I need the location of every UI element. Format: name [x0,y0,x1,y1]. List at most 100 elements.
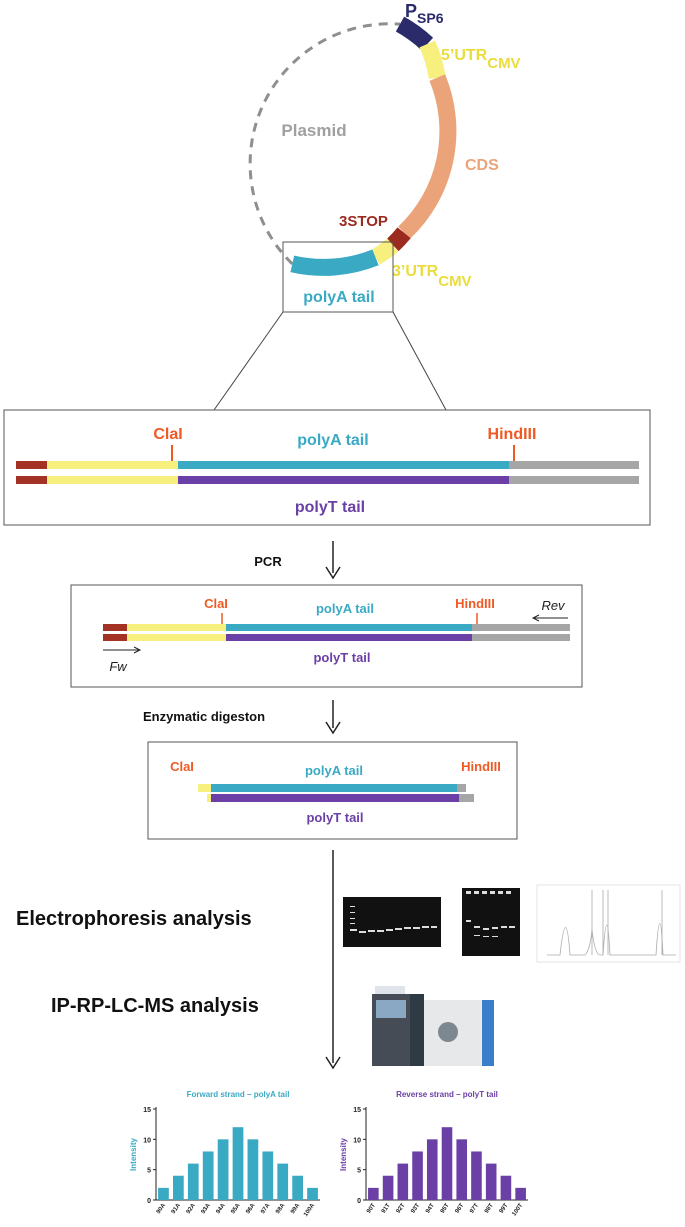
utr3-segment [370,238,399,265]
bottom-strand-adapter [16,476,47,484]
x-tick-label: 95A [230,1202,242,1215]
bar-98A [277,1163,289,1200]
polya-tail-label: polyA tail [297,432,368,449]
construct-digested: ClaI HindIII polyA tail polyT tail [147,741,518,840]
pcr-top-polya [226,624,472,631]
utr5-segment [419,40,446,80]
utr3-label: 3’UTRCMV [392,263,472,290]
x-tick-label: 97A [260,1202,272,1215]
gel-image-2 [462,888,520,956]
pcr-bottom-adapter [103,634,127,641]
x-tick-label: 99A [290,1202,302,1215]
bar-95T [441,1127,453,1200]
top-strand-utr [47,461,178,469]
primer-fw-arrow-head [133,646,142,654]
plasmid-polya-label: polyA tail [303,289,374,306]
polyt-tail-label: polyT tail [295,499,365,516]
bar-99A [292,1175,304,1200]
electrophoresis-label: Electrophoresis analysis [16,908,252,930]
bottom-strand-polyt [178,476,509,484]
bar-90A [158,1187,169,1200]
x-tick-label: 94A [215,1202,227,1215]
x-tick-label: 96T [455,1202,466,1214]
bar-91A [172,1175,184,1200]
digest-site-clai-label: ClaI [170,759,194,774]
pcr-bottom-utr [127,634,226,641]
y-tick-label: 10 [353,1137,361,1144]
x-tick-label: 93T [410,1202,421,1214]
pcr-site-clai-label: ClaI [204,596,228,611]
electropherogram [536,884,681,963]
x-tick-label: 90T [366,1202,377,1214]
x-tick-label: 93A [201,1202,213,1215]
chart-title: Forward strand – polyA tail [187,1090,290,1099]
arrow-digest-head [325,721,341,735]
construct-zoom: ClaI HindIII polyA tail polyT tail [3,409,651,526]
construct-digested-frame [147,741,518,840]
site-clai-label: ClaI [153,426,182,443]
gel-image-1 [343,897,441,947]
bar-92T [397,1163,409,1200]
x-tick-label: 92T [396,1202,407,1214]
zoom-line-right [392,311,447,411]
x-tick-label: 95T [440,1202,451,1214]
x-tick-label: 99T [499,1202,510,1214]
x-tick-label: 94T [425,1202,436,1214]
chart-title: Reverse strand – polyT tail [396,1090,498,1099]
bar-93T [412,1151,423,1200]
primer-fw-label: Fw [109,659,128,674]
bar-100T [515,1187,526,1200]
y-tick-label: 5 [357,1168,361,1175]
pcr-bottom-polyt [226,634,472,641]
y-tick-label: 15 [353,1107,361,1114]
bar-90T [368,1187,379,1200]
y-tick-label: 15 [143,1107,151,1114]
digest-top-overhang [198,784,211,792]
step-pcr-label: PCR [254,554,282,569]
construct-pcr: ClaI HindIII polyA tail Rev Fw polyT tai… [70,584,583,688]
bottom-strand-utr [47,476,178,484]
bar-94A [217,1139,229,1200]
cds-label: CDS [465,157,499,174]
y-tick-label: 5 [147,1168,151,1175]
chart-forward-polya: Forward strand – polyA tailIntensity0510… [129,1090,320,1218]
bar-93A [202,1151,214,1200]
bottom-strand-vector [509,476,639,484]
digest-site-hindiii-label: HindIII [461,759,501,774]
x-tick-label: 90A [156,1202,168,1215]
bar-95A [232,1127,244,1200]
y-tick-label: 0 [357,1198,361,1205]
pcr-top-adapter [103,624,127,631]
top-strand-adapter [16,461,47,469]
arrow-analysis-head [325,1056,341,1070]
bar-92A [187,1163,199,1200]
zoom-box [282,241,394,313]
digest-polya-label: polyA tail [305,763,363,778]
construct-zoom-frame [3,409,651,526]
x-tick-label: 98A [275,1202,287,1215]
bar-96A [247,1139,259,1200]
arrow-pcr-head [325,566,341,580]
promoter-label: PSP6 [405,1,444,26]
bar-98T [485,1163,497,1200]
lcms-instrument-image [372,986,494,1066]
y-tick-label: 0 [147,1198,151,1205]
bar-96T [456,1139,468,1200]
x-tick-label: 91T [381,1202,392,1214]
digest-top-polya [211,784,457,792]
promoter-segment [395,16,434,51]
utr5-label: 5’UTRCMV [441,47,521,72]
stop-segment [386,227,411,252]
digest-bottom-overhang [207,794,211,802]
top-strand-vector [509,461,639,469]
x-tick-label: 96A [245,1202,257,1215]
pcr-polya-label: polyA tail [316,601,374,616]
y-tick-label: 10 [143,1137,151,1144]
x-tick-label: 100A [303,1202,317,1218]
y-axis-label: Intensity [339,1138,348,1171]
step-digest-label: Enzymatic digeston [143,709,265,724]
plasmid-map: Plasmid PSP6 5’UTRCMV CDS 3STOP 3’UTRCMV… [213,1,521,411]
x-tick-label: 98T [484,1202,495,1214]
cds-segment [398,74,457,239]
